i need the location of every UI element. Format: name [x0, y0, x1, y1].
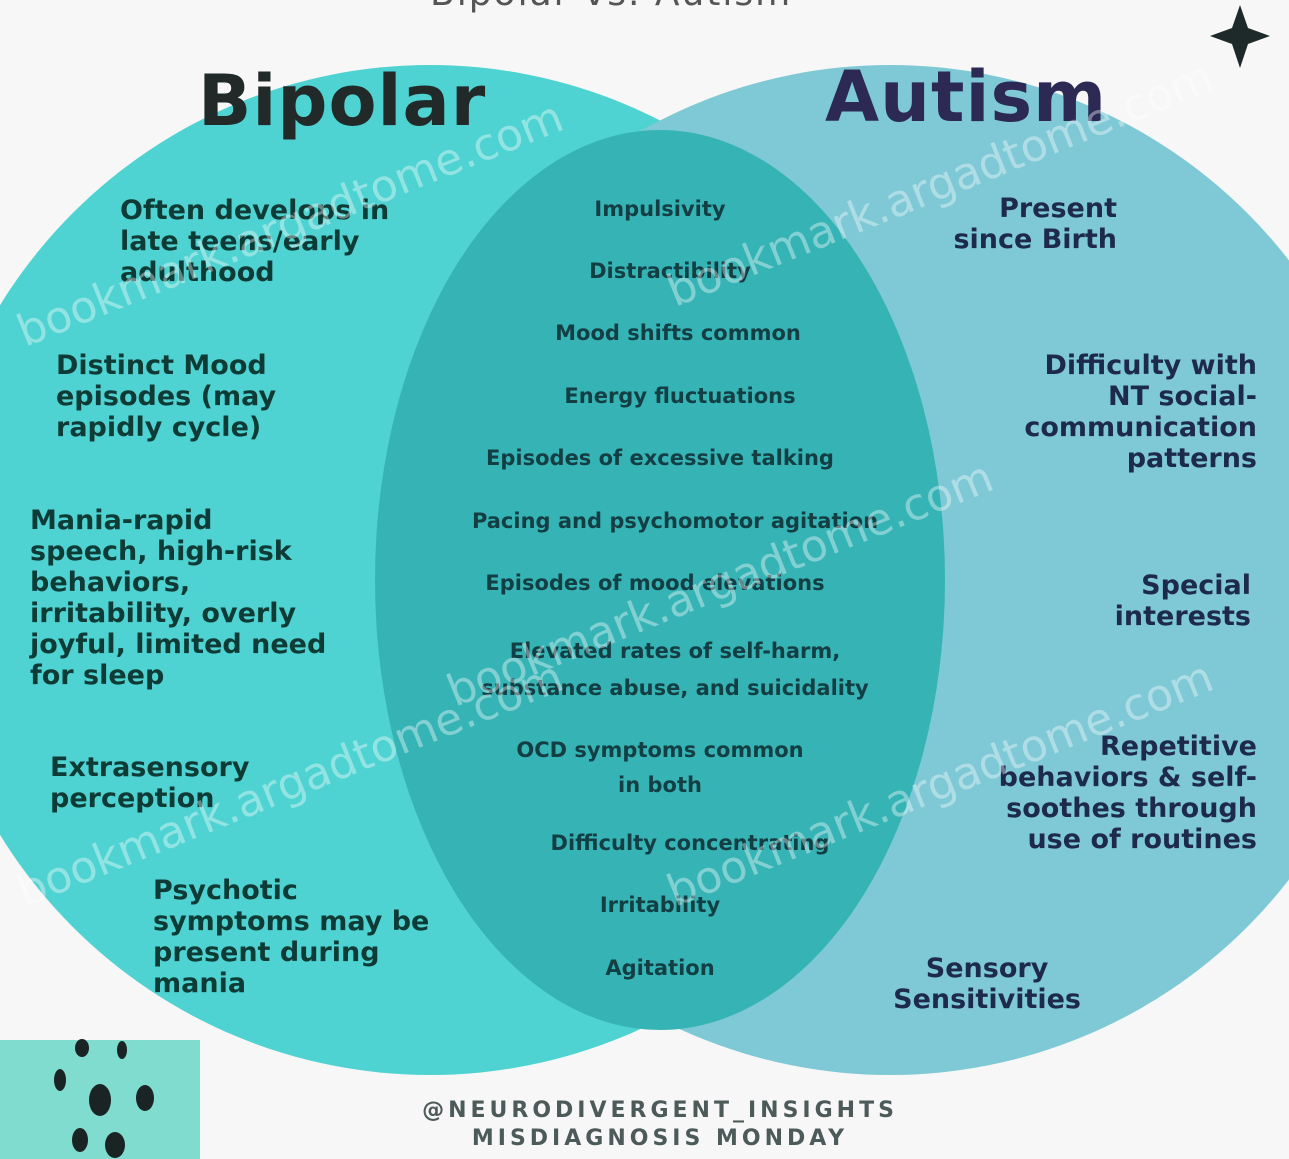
- shared-item: Agitation: [605, 956, 715, 980]
- shared-item: OCD symptoms common in both: [516, 738, 804, 797]
- shared-item: Mood shifts common: [555, 321, 801, 345]
- autism-item: Present since Birth: [953, 193, 1117, 255]
- autism-heading: Autism: [825, 56, 1108, 138]
- bipolar-item: Mania-rapid speech, high-risk behaviors,…: [30, 505, 327, 691]
- autism-item: Repetitive behaviors & self- soothes thr…: [998, 731, 1257, 855]
- footer-handle: @NEURODIVERGENT_INSIGHTS: [422, 1098, 898, 1123]
- shared-item: Episodes of mood elevations: [485, 571, 825, 595]
- shared-item: Distractibility: [589, 259, 751, 283]
- shared-item: Irritability: [599, 893, 721, 917]
- bipolar-item: Extrasensory perception: [50, 752, 250, 814]
- shared-item: Difficulty concentrating: [550, 831, 830, 855]
- bipolar-item: Psychotic symptoms may be present during…: [153, 875, 430, 999]
- autism-item: Difficulty with NT social- communication…: [1024, 350, 1257, 474]
- shared-item: Impulsivity: [594, 197, 726, 221]
- overlap-region: [375, 130, 945, 1030]
- bipolar-item: Distinct Mood episodes (may rapidly cycl…: [56, 350, 277, 443]
- autism-item: Sensory Sensitivities: [893, 953, 1081, 1015]
- autism-item: Special interests: [1114, 570, 1251, 632]
- decorative-dots: [54, 1039, 154, 1158]
- shared-item: Pacing and psychomotor agitation: [471, 509, 879, 533]
- shared-item: Energy fluctuations: [564, 384, 796, 408]
- footer-series: MISDIAGNOSIS MONDAY: [471, 1126, 849, 1151]
- shared-item: Episodes of excessive talking: [486, 446, 834, 470]
- shared-item: Elevated rates of self-harm, substance a…: [481, 639, 869, 700]
- bipolar-heading: Bipolar: [198, 60, 487, 142]
- page-title: Bipolar vs. Autism: [430, 0, 792, 12]
- bipolar-item: Often develops in late teens/early adult…: [120, 195, 390, 288]
- sparkle-icon: [1210, 5, 1270, 68]
